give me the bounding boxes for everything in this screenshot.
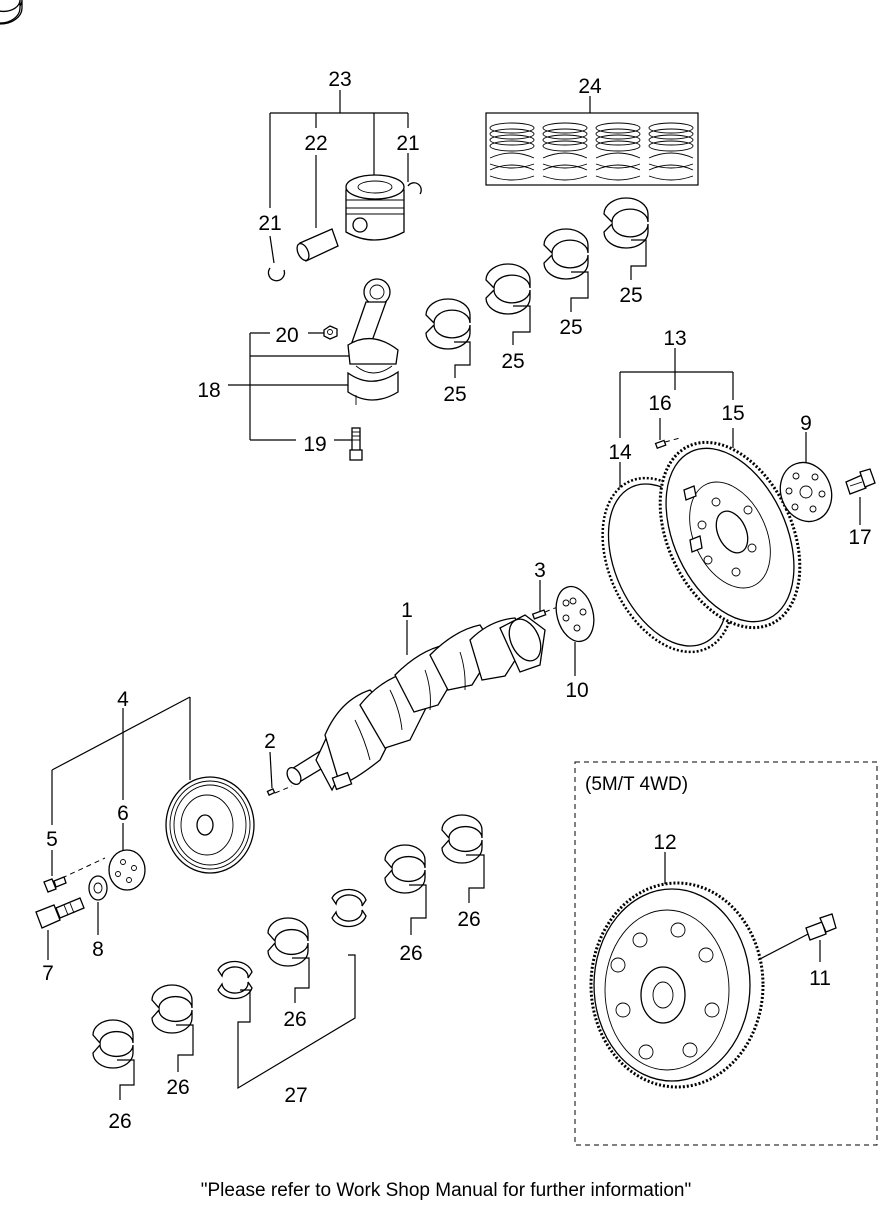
callout-26-c: 26 [283,1008,306,1031]
callout-21-right: 21 [396,132,419,155]
callout-16: 16 [648,392,671,415]
piston [345,174,405,241]
callout-22: 22 [304,132,327,155]
callout-7: 7 [42,962,54,985]
variant-box-label: (5M/T 4WD) [585,774,688,795]
dmf-bolt [805,913,837,962]
callout-5: 5 [46,828,58,851]
pulley-washer [108,849,146,891]
callout-2: 2 [264,730,276,753]
flywheel-group-leaders [619,348,734,488]
pulley-group-leaders [51,696,191,879]
callout-18: 18 [197,379,220,402]
callout-25-c: 25 [559,316,582,339]
rod-bolt [349,427,363,461]
callout-26-b: 26 [166,1076,189,1099]
snap-ring-right [407,182,422,195]
callout-26-d: 26 [399,942,422,965]
footer-note: "Please refer to Work Shop Manual for fu… [201,1180,691,1201]
piston-pin [296,228,339,262]
connecting-rod [347,278,399,405]
callout-20: 20 [275,324,298,347]
callout-26-e: 26 [457,908,480,931]
callout-25-b: 25 [501,350,524,373]
pulley-small-bolt [43,876,67,893]
callout-11: 11 [809,967,831,990]
dowel-pin-16 [654,437,681,450]
piston-ring-set [485,96,699,186]
main-bearings [0,0,485,1100]
callout-25-a: 25 [443,383,466,406]
crankshaft [286,614,546,792]
callout-25-d: 25 [619,284,642,307]
callout-6: 6 [117,802,129,825]
damper-pulley [165,776,255,874]
crank-rear-plate [555,585,595,676]
callout-4: 4 [117,688,129,711]
dual-mass-flywheel [589,852,813,1089]
piston-group-leaders [269,90,409,264]
rod-nut [323,325,338,340]
callout-23: 23 [328,68,351,91]
flywheel-plate [779,432,833,523]
flywheel [658,440,802,630]
crank-pulley-bolt [35,897,85,960]
callout-8: 8 [92,938,104,961]
callout-12: 12 [653,831,676,854]
callout-26-a: 26 [108,1110,131,1133]
crank-washer [88,875,108,935]
callout-19: 19 [303,433,326,456]
connecting-rod-leaders [228,332,352,441]
callout-21-left: 21 [258,212,281,235]
callout-1: 1 [401,599,413,622]
callout-17: 17 [848,526,871,549]
flywheel-bolt [845,468,876,525]
callout-10: 10 [565,679,588,702]
callout-9: 9 [800,412,812,435]
callout-24: 24 [578,75,602,98]
snap-ring-left [267,267,286,282]
callout-14: 14 [608,441,632,464]
callout-15: 15 [721,402,744,425]
woodruff-key [266,751,293,796]
thrust-washers [217,888,367,1090]
callout-3: 3 [534,559,546,582]
callout-27: 27 [284,1084,307,1107]
callout-13: 13 [663,327,686,350]
rod-bearings [0,0,649,378]
